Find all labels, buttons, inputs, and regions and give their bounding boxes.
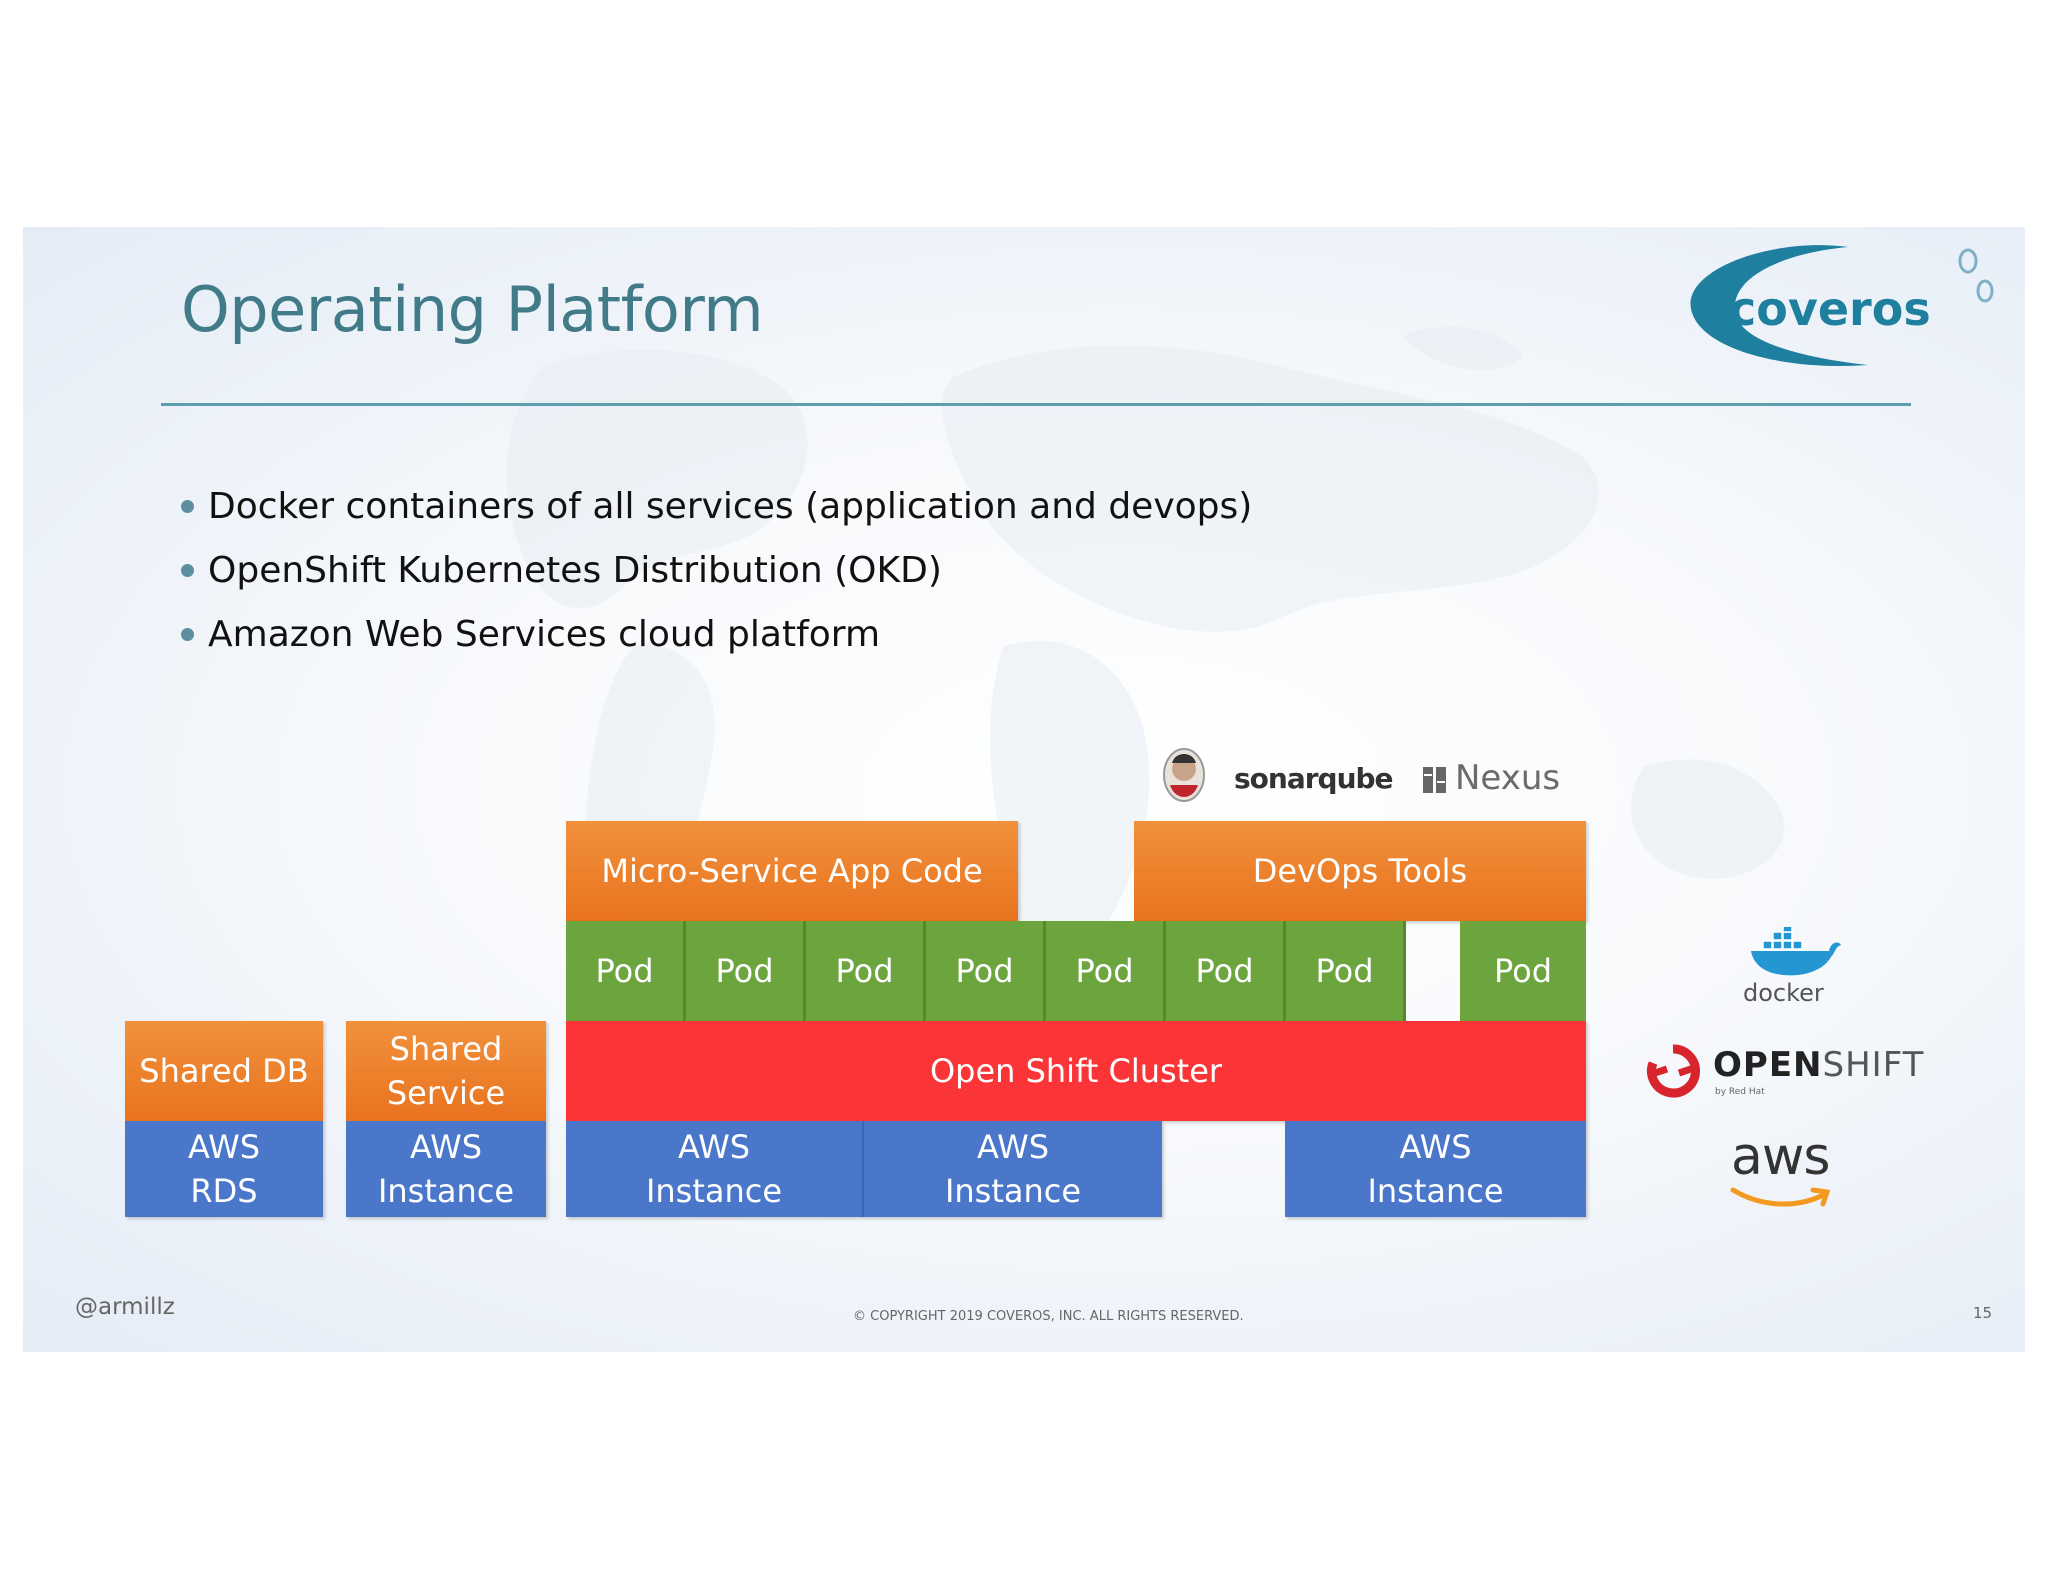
pod-block: Pod (806, 921, 926, 1021)
nexus-logo: Nexus (1455, 758, 1561, 798)
world-map-background (506, 326, 1785, 999)
slide: Operating Platform coveros Docker contai… (23, 227, 2025, 1352)
docker-icon (1751, 927, 1841, 976)
openshift-cluster-block: Open Shift Cluster (566, 1021, 1586, 1121)
footer-copyright: © COPYRIGHT 2019 COVEROS, INC. ALL RIGHT… (853, 1309, 1244, 1324)
openshift-byline: by Red Hat (1715, 1087, 1765, 1097)
pod-block: Pod (1166, 921, 1286, 1021)
bullet-list: Docker containers of all services (appli… (181, 475, 1252, 667)
bullet-text: Docker containers of all services (appli… (208, 486, 1253, 527)
pod-block: Pod (1286, 921, 1406, 1021)
pod-block: Pod (566, 921, 686, 1021)
aws-instance-block: AWS Instance (566, 1121, 864, 1217)
bullet-text: OpenShift Kubernetes Distribution (OKD) (208, 550, 942, 591)
openshift-icon (1647, 1044, 1700, 1098)
shared-db-block: Shared DB (125, 1021, 323, 1121)
devops-tools-block: DevOps Tools (1134, 821, 1586, 921)
openshift-shift-text: SHIFT (1822, 1045, 1925, 1085)
openshift-logo-text: OPENSHIFT (1713, 1045, 1924, 1085)
aws-smile-icon (1730, 1187, 1831, 1207)
pod-block: Pod (686, 921, 806, 1021)
shared-service-block: Shared Service (346, 1021, 546, 1121)
bullet-item: Docker containers of all services (appli… (181, 475, 1252, 539)
bullet-dot-icon (181, 627, 194, 641)
bullet-item: OpenShift Kubernetes Distribution (OKD) (181, 539, 1252, 603)
docker-logo-text: docker (1743, 979, 1824, 1007)
aws-instance-block: AWS Instance (864, 1121, 1162, 1217)
aws-logo-text: aws (1731, 1127, 1830, 1187)
bullet-dot-icon (181, 499, 194, 513)
sonarqube-logo: sonarqube (1234, 762, 1394, 795)
nexus-icon (1423, 767, 1446, 793)
aws-instance-block: AWS Instance (1285, 1121, 1586, 1217)
bullet-item: Amazon Web Services cloud platform (181, 603, 1252, 667)
jenkins-icon (1163, 748, 1205, 802)
pod-block: Pod (1460, 921, 1586, 1021)
aws-instance-block: AWS Instance (346, 1121, 546, 1217)
micro-service-block: Micro-Service App Code (566, 821, 1018, 921)
aws-rds-block: AWS RDS (125, 1121, 323, 1217)
svg-text:coveros: coveros (1729, 282, 1931, 336)
bullet-dot-icon (181, 563, 194, 577)
coveros-logo: coveros (1690, 245, 1994, 366)
title-divider (161, 403, 1911, 406)
pod-block: Pod (926, 921, 1046, 1021)
slide-title: Operating Platform (181, 273, 764, 346)
bullet-text: Amazon Web Services cloud platform (208, 614, 881, 655)
pod-block: Pod (1046, 921, 1166, 1021)
openshift-open-text: OPEN (1713, 1045, 1823, 1085)
footer-handle: @armillz (75, 1294, 175, 1320)
page-number: 15 (1973, 1304, 1993, 1322)
